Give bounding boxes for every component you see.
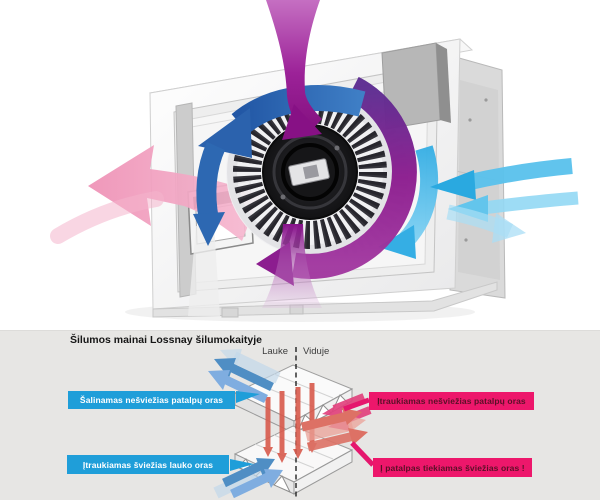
label-fresh-air-supply: Į patalpas tiekiamas šviežias oras ! [373,458,532,477]
unit-photo-section [50,0,579,322]
outdoor-air-outlet-ribbon [262,224,322,308]
electrical-box [381,42,451,130]
outdoor-air-inlet-ribbon [266,0,322,140]
heat-exchanger-schematic [0,331,600,500]
connector-supply-label [350,441,375,467]
exhaust-out-arrows [208,349,281,404]
heat-exchange-diagram-section: Šilumos mainai Lossnay šilumokaityje Lau… [0,330,600,500]
lossnay-unit-illustration [50,0,579,322]
connector-fresh-label [230,459,254,471]
condensate-ribbon [188,226,220,316]
fresh-air-arrows [378,145,579,259]
zone-label-outside: Lauke [262,346,288,357]
label-stale-air-intake: Įtraukiamas nešviežias patalpų oras [369,392,534,410]
connector-stale-label [343,397,370,412]
supply-out-arrows [300,408,368,452]
connector-exhaust-label [236,391,260,403]
motor-clip [288,158,330,187]
fresh-in-arrows [213,458,283,499]
zone-label-inside: Viduje [303,346,330,357]
label-fresh-outdoor-air: Įtraukiamas šviežias lauko oras [67,455,229,474]
diagram-title: Šilumos mainai Lossnay šilumokaityje [70,334,262,346]
label-exhaust-stale-air: Šalinamas nešviežias patalpų oras [68,391,235,409]
